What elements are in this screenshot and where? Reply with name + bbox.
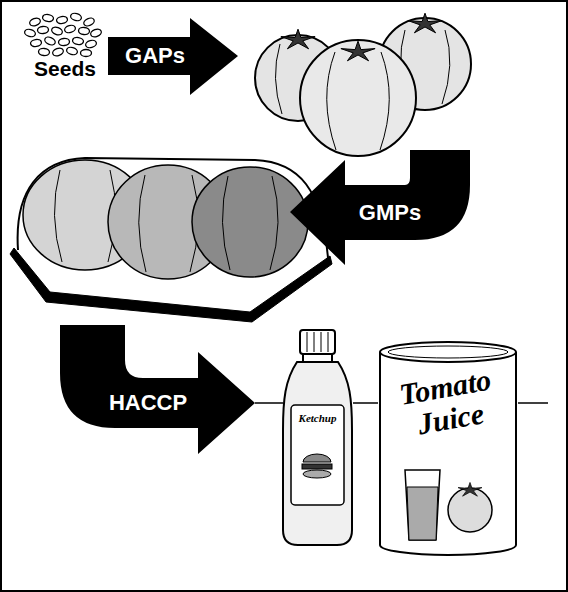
seed-pile: [30, 39, 42, 48]
seed-pile: [38, 48, 50, 56]
fresh-tomatoes: [300, 40, 416, 156]
seed-pile: [42, 14, 54, 23]
node-text: Tomato Juice: [384, 353, 512, 454]
seed-pile: [64, 24, 76, 34]
seed-pile: [81, 50, 92, 57]
seed-pile: [58, 38, 70, 46]
seed-pile: [51, 26, 64, 36]
seed-pile: [52, 47, 65, 57]
fresh-tomatoes: [281, 29, 315, 49]
tomato-juice-can: [407, 487, 438, 540]
seed-label: Seeds: [24, 56, 106, 82]
arrow-shape: [60, 325, 255, 454]
tomato-juice-can: [405, 470, 440, 540]
connector-line: [255, 402, 283, 404]
seed-pile: [70, 12, 82, 22]
process-arrow: GAPs: [108, 18, 238, 95]
packaged-tomatoes: [54, 170, 115, 262]
packaged-tomatoes: [18, 158, 328, 258]
seed-pile: [85, 39, 97, 49]
packaged-tomatoes: [222, 176, 278, 270]
process-arrow: GMPs: [290, 150, 470, 265]
seed-pile: [29, 17, 42, 27]
arrow-outline: [108, 18, 238, 95]
node-text: Ketchup: [291, 410, 344, 426]
tomato-juice-can: [458, 482, 482, 496]
ketchup-bottle: [283, 362, 352, 545]
ketchup-bottle-label: Ketchup: [283, 328, 353, 548]
packaged-tomatoes: [10, 158, 332, 322]
node-text: HACCP: [98, 378, 198, 428]
packaged-tomatoes: [10, 248, 332, 322]
seed-pile: [90, 28, 103, 38]
seed-pile: [44, 36, 57, 47]
seed-pile: [72, 37, 84, 46]
seed-pile: [66, 46, 78, 56]
fresh-tomatoes: [327, 52, 390, 150]
seed-pile: [56, 16, 68, 25]
ketchup-bottle: [283, 330, 352, 545]
can-label: Tomato Juice: [378, 340, 518, 558]
seed-pile: [24, 28, 36, 38]
fresh-tomatoes: [255, 13, 471, 156]
tomato-juice-can: [380, 342, 516, 555]
process-arrow: HACCP: [60, 325, 255, 454]
seed-pile: [37, 26, 49, 34]
ketchup-bottle: [302, 464, 332, 469]
tomato-juice-can: [380, 352, 516, 555]
arrow-outline: [290, 150, 470, 265]
fresh-tomatoes: [341, 41, 375, 61]
ketchup-bottle: [303, 470, 331, 478]
ketchup-bottle: [303, 354, 332, 362]
packaged-tomatoes: [139, 175, 198, 272]
arrow-outline: [60, 325, 255, 454]
product-line: [518, 402, 548, 404]
node-text: GAPs: [110, 37, 200, 75]
connector-line: [353, 402, 378, 404]
packaged-tomatoes: [192, 167, 308, 277]
tomato-juice-can: [448, 488, 492, 532]
ketchup-bottle: [303, 454, 331, 462]
tomato-juice-can: [388, 346, 508, 358]
fresh-tomatoes: [275, 44, 282, 114]
tomato-juice-can: [380, 342, 516, 362]
node-text: GMPs: [330, 185, 450, 240]
seed-pile: [78, 27, 90, 35]
ketchup-bottle: [307, 332, 328, 352]
ketchup-bottle: [300, 330, 335, 354]
ketchup-bottle: [291, 405, 344, 505]
fresh-tomatoes: [408, 13, 442, 33]
seed-pile: [24, 12, 103, 57]
seed-pile: [83, 17, 96, 28]
